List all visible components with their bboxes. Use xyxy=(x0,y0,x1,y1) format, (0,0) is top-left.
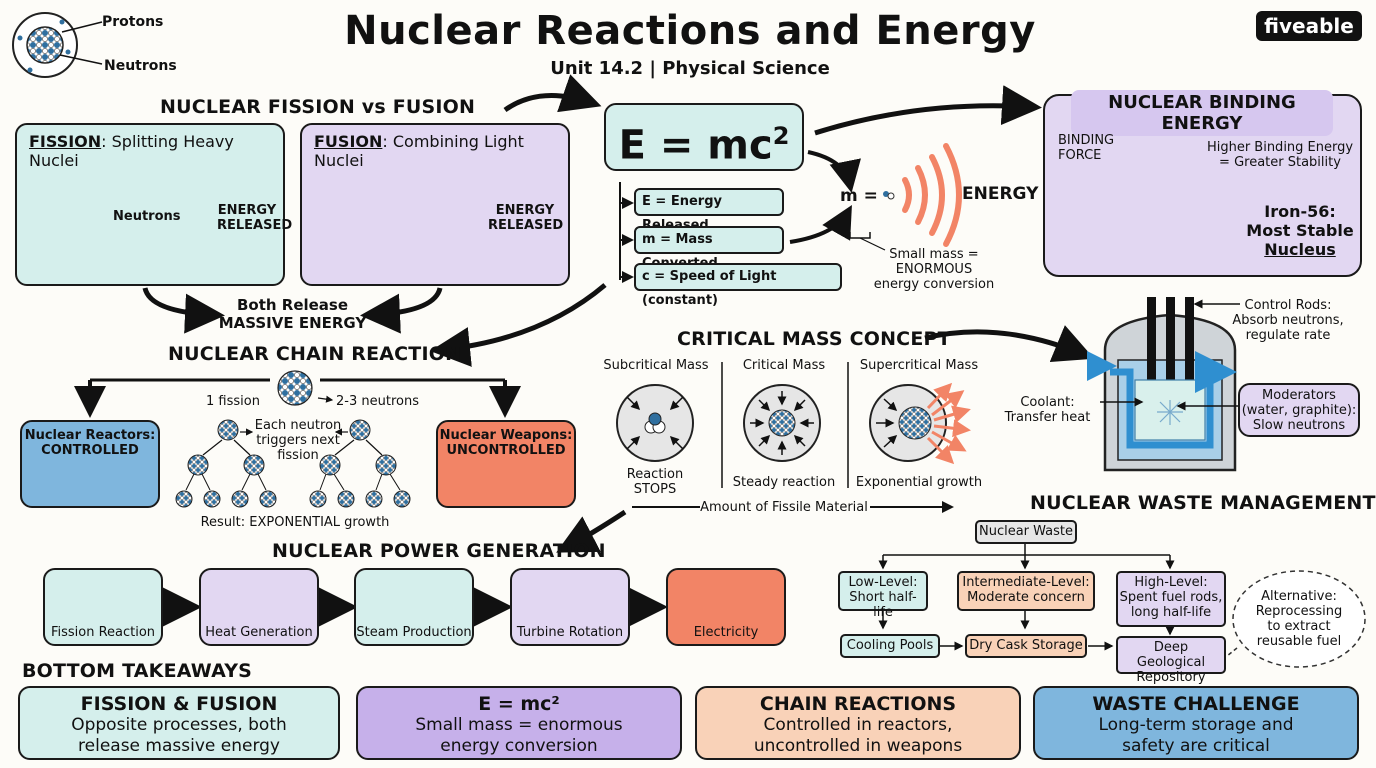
fusion-term: FUSION xyxy=(314,132,383,151)
control-rods-note: Control Rods:Absorb neutrons,regulate ra… xyxy=(1232,298,1344,343)
nuclear-weapons-card: Nuclear Weapons:UNCONTROLLED xyxy=(436,420,576,508)
coolant-note: Coolant:Transfer heat xyxy=(1004,395,1091,425)
fission-term: FISSION xyxy=(29,132,102,151)
takeaway-card-fission-fusion: FISSION & FUSION Opposite processes, bot… xyxy=(18,686,340,760)
chain-reaction-heading: NUCLEAR CHAIN REACTION xyxy=(168,343,462,365)
def-mass: m = Mass Converted xyxy=(634,226,784,271)
waste-high-level: High-Level:Spent fuel rods,long half-lif… xyxy=(1116,571,1226,627)
waste-heading: NUCLEAR WASTE MANAGEMENT xyxy=(1030,492,1376,514)
subcritical-label: Subcritical Mass xyxy=(603,358,709,373)
takeaway-card-waste-challenge: WASTE CHALLENGE Long-term storage and sa… xyxy=(1033,686,1359,760)
energy-label: ENERGY xyxy=(962,184,1039,204)
emc-exponent: 2 xyxy=(772,122,790,150)
power-step-fission: Fission Reaction xyxy=(43,568,163,646)
dry-cask-storage: Dry Cask Storage xyxy=(965,634,1087,658)
fissile-material-axis: Amount of Fissile Material xyxy=(700,500,868,515)
emc-equation: E = mc xyxy=(618,122,773,169)
page-subtitle: Unit 14.2 | Physical Science xyxy=(550,58,830,79)
binding-heading: NUCLEAR BINDING ENERGY xyxy=(1071,90,1333,136)
critical-mass-heading: CRITICAL MASS CONCEPT xyxy=(677,328,951,350)
takeaways-heading: BOTTOM TAKEAWAYS xyxy=(22,660,253,682)
critical-label: Critical Mass xyxy=(742,358,826,373)
supercritical-result: Exponential growth xyxy=(855,475,983,490)
emc-equation-box: E = mc2 xyxy=(604,103,804,171)
legend-neutrons: Neutrons xyxy=(104,58,177,74)
legend-protons: Protons xyxy=(102,14,164,30)
def-energy: E = Energy Released xyxy=(634,188,784,233)
moderators-note: Moderators(water, graphite):Slow neutron… xyxy=(1238,383,1360,437)
legend-nucleus-icon xyxy=(12,12,103,78)
weapons-title: Nuclear Weapons: xyxy=(439,428,573,443)
exponential-result: Result: EXPONENTIAL growth xyxy=(200,515,390,530)
fission-desc: : Splitting Heavy Nuclei xyxy=(29,132,234,170)
chain-tree-icon xyxy=(175,419,411,508)
waste-root: Nuclear Waste xyxy=(975,520,1077,544)
m-label: m = xyxy=(840,186,878,206)
cooling-pools: Cooling Pools xyxy=(840,634,940,658)
critical-result: Steady reaction xyxy=(732,475,836,490)
waste-low-level: Low-Level:Short half-life xyxy=(838,571,928,620)
power-step-electricity: Electricity xyxy=(666,568,786,646)
power-generation-heading: NUCLEAR POWER GENERATION xyxy=(272,540,606,562)
power-step-heat: Heat Generation xyxy=(199,568,319,646)
takeaway-card-emc2: E = mc² Small mass = enormous energy con… xyxy=(356,686,682,760)
fission-fusion-heading: NUCLEAR FISSION vs FUSION xyxy=(160,96,476,118)
power-step-steam: Steam Production xyxy=(354,568,474,646)
brand-logo: fiveable xyxy=(1256,11,1362,41)
fission-neutrons-label: Neutrons xyxy=(113,209,181,224)
fusion-desc: : Combining Light Nuclei xyxy=(314,132,524,170)
energy-waves-icon xyxy=(902,143,962,247)
neutrons-count-label: 2-3 neutrons xyxy=(336,394,419,409)
weapons-status: UNCONTROLLED xyxy=(446,443,566,458)
higher-binding-note: Higher Binding Energy= Greater Stability xyxy=(1206,140,1354,170)
fission-card: FISSION: Splitting Heavy Nuclei Neutrons… xyxy=(15,123,293,286)
power-step-turbine: Turbine Rotation xyxy=(510,568,630,646)
nuclear-reactors-card: Nuclear Reactors:CONTROLLED xyxy=(20,420,160,508)
reactors-title: Nuclear Reactors: xyxy=(24,428,156,443)
page-title: Nuclear Reactions and Energy xyxy=(344,8,1036,54)
takeaway-card-chain-reactions: CHAIN REACTIONS Controlled in reactors, … xyxy=(695,686,1021,760)
waste-intermediate-level: Intermediate-Level:Moderate concern xyxy=(957,571,1095,611)
def-light: c = Speed of Light (constant) xyxy=(634,263,842,308)
supercritical-label: Supercritical Mass xyxy=(859,358,979,373)
reactor-vessel-icon xyxy=(1087,297,1237,472)
reactors-status: CONTROLLED xyxy=(41,443,139,458)
one-fission-label: 1 fission xyxy=(206,394,260,409)
